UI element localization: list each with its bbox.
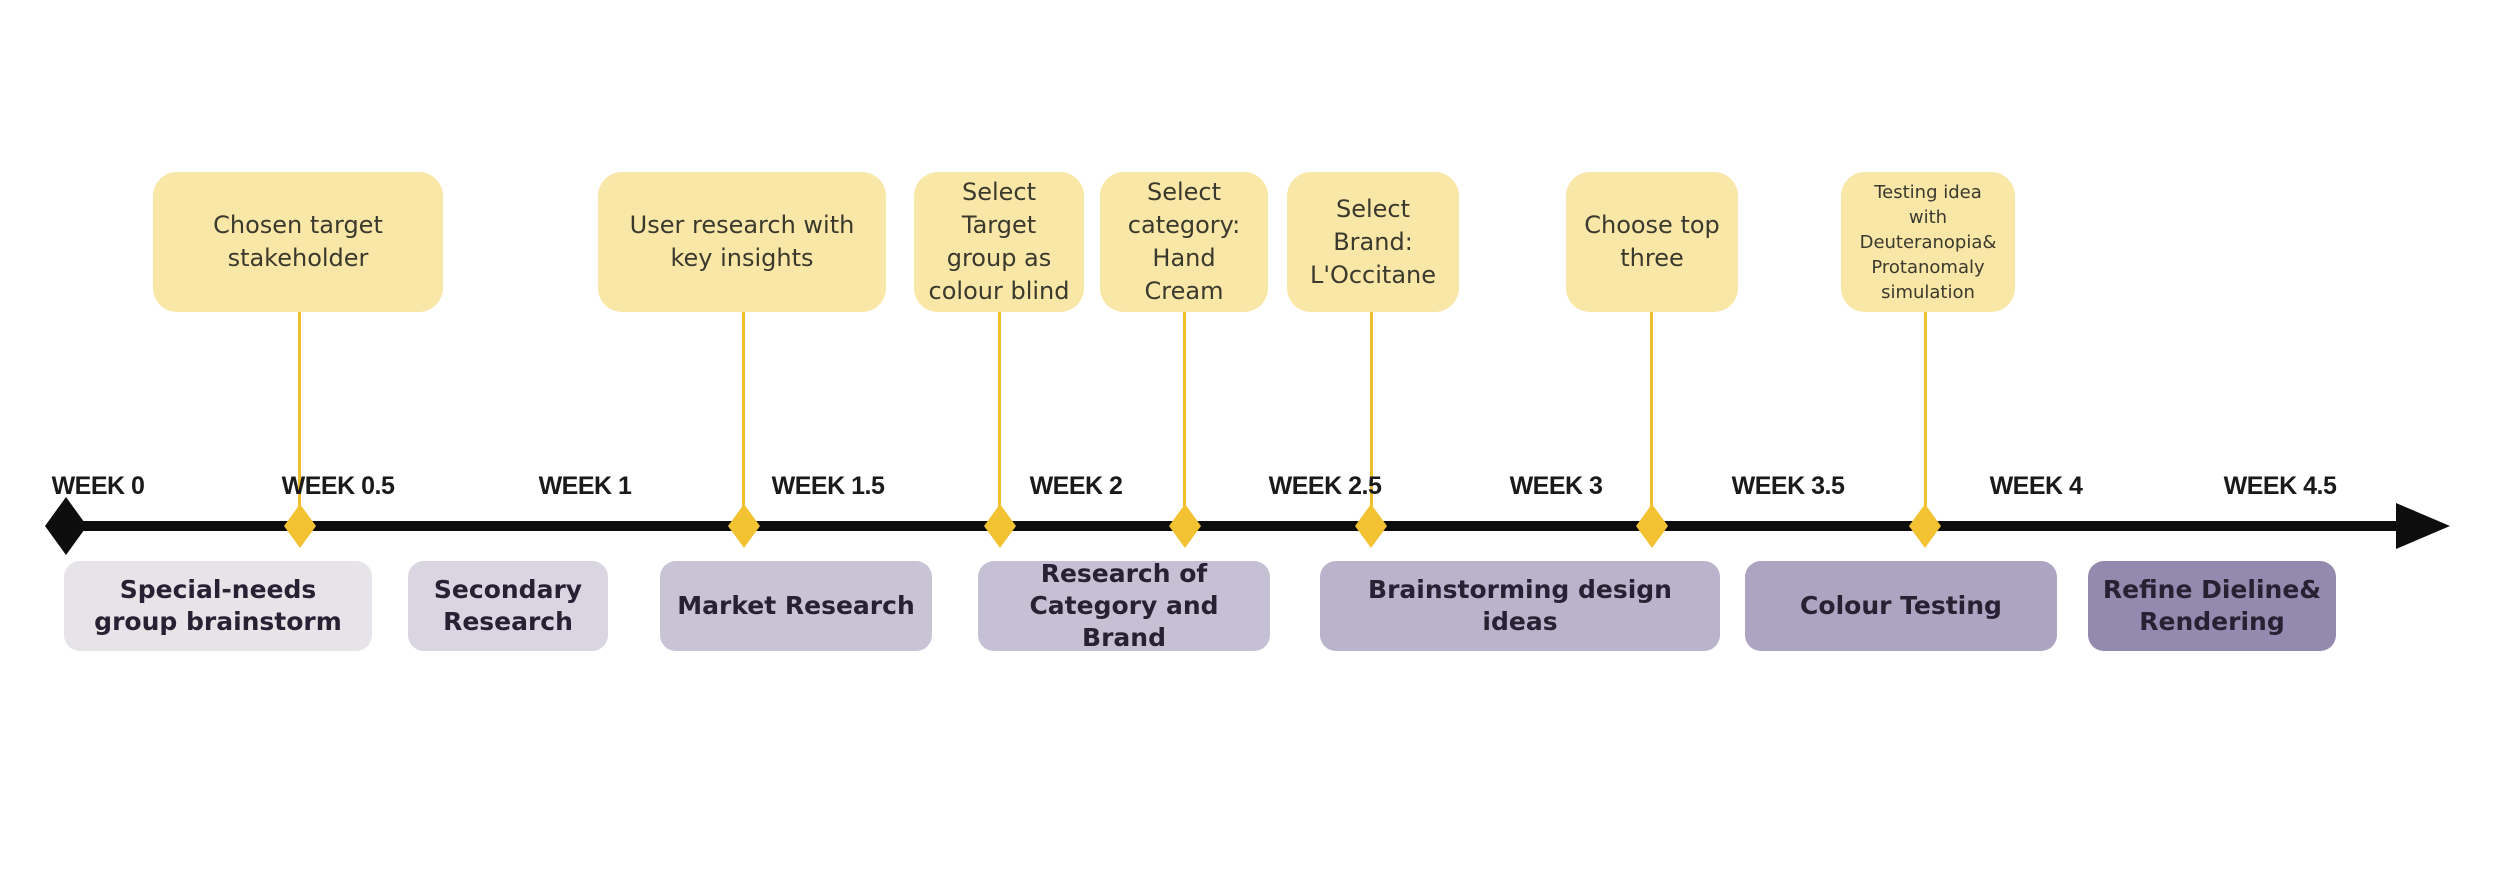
phase-label: Colour Testing (1800, 591, 2002, 620)
callout-box: Select Target group as colour blind (914, 172, 1084, 312)
callout-connector-line (1924, 310, 1927, 528)
callout-text: Select Brand: L'Occitane (1309, 194, 1436, 289)
milestone-diamond-icon (728, 504, 760, 548)
week-label: WEEK 3 (1509, 472, 1603, 500)
phase-box: Research of Category and Brand (978, 559, 1270, 652)
milestone-diamond-icon (984, 504, 1016, 548)
milestone-diamond-icon (1355, 504, 1387, 548)
callout-text: User research with key insights (629, 211, 855, 272)
phase-label: Market Research (677, 591, 915, 620)
week-label: WEEK 4 (1989, 472, 2083, 500)
milestone-diamond-icon (1909, 504, 1941, 548)
callout-box: Select category: Hand Cream (1100, 172, 1268, 312)
week-label: WEEK 4.5 (2223, 472, 2337, 500)
callout-connector-line (998, 310, 1001, 528)
callout-connector-line (742, 310, 745, 528)
phase-box: Secondary Research (408, 561, 608, 651)
callout-text: Chosen target stakeholder (213, 211, 383, 272)
phase-label: Brainstorming design ideas (1368, 575, 1672, 636)
week-label: WEEK 1 (538, 472, 632, 500)
callout-text: Testing idea with Deuteranopia& Protanom… (1859, 181, 1997, 303)
callout-text: Select Target group as colour blind (928, 178, 1070, 305)
callout-text: Select category: Hand Cream (1127, 178, 1241, 305)
timeline-axis (64, 521, 2400, 531)
phase-box: Colour Testing (1745, 561, 2057, 651)
callout-connector-line (298, 310, 301, 528)
week-label: WEEK 1.5 (771, 472, 885, 500)
week-label: WEEK 0 (51, 472, 145, 500)
phase-box: Market Research (660, 561, 932, 651)
callout-box: Choose top three (1566, 172, 1738, 312)
callout-connector-line (1183, 310, 1186, 528)
phase-box: Refine Dieline& Rendering (2088, 561, 2336, 651)
callout-text: Choose top three (1584, 211, 1720, 272)
phase-label: Special-needs group brainstorm (94, 575, 342, 636)
phase-label: Secondary Research (433, 575, 583, 636)
milestone-diamond-icon (1636, 504, 1668, 548)
milestone-diamond-icon (284, 504, 316, 548)
phase-label: Research of Category and Brand (1029, 559, 1219, 652)
week-label: WEEK 2.5 (1268, 472, 1382, 500)
callout-box: User research with key insights (598, 172, 886, 312)
week-label: WEEK 3.5 (1731, 472, 1845, 500)
week-label: WEEK 2 (1029, 472, 1123, 500)
phase-box: Brainstorming design ideas (1320, 561, 1720, 651)
milestone-diamond-icon (1169, 504, 1201, 548)
start-diamond-icon (45, 497, 87, 555)
callout-box: Chosen target stakeholder (153, 172, 443, 312)
week-label: WEEK 0.5 (281, 472, 395, 500)
callout-connector-line (1370, 310, 1373, 528)
callout-connector-line (1650, 310, 1653, 528)
arrowhead-icon (2396, 503, 2450, 549)
phase-box: Special-needs group brainstorm (64, 561, 372, 651)
callout-box: Select Brand: L'Occitane (1287, 172, 1459, 312)
callout-box: Testing idea with Deuteranopia& Protanom… (1841, 172, 2015, 312)
phase-label: Refine Dieline& Rendering (2102, 575, 2322, 636)
